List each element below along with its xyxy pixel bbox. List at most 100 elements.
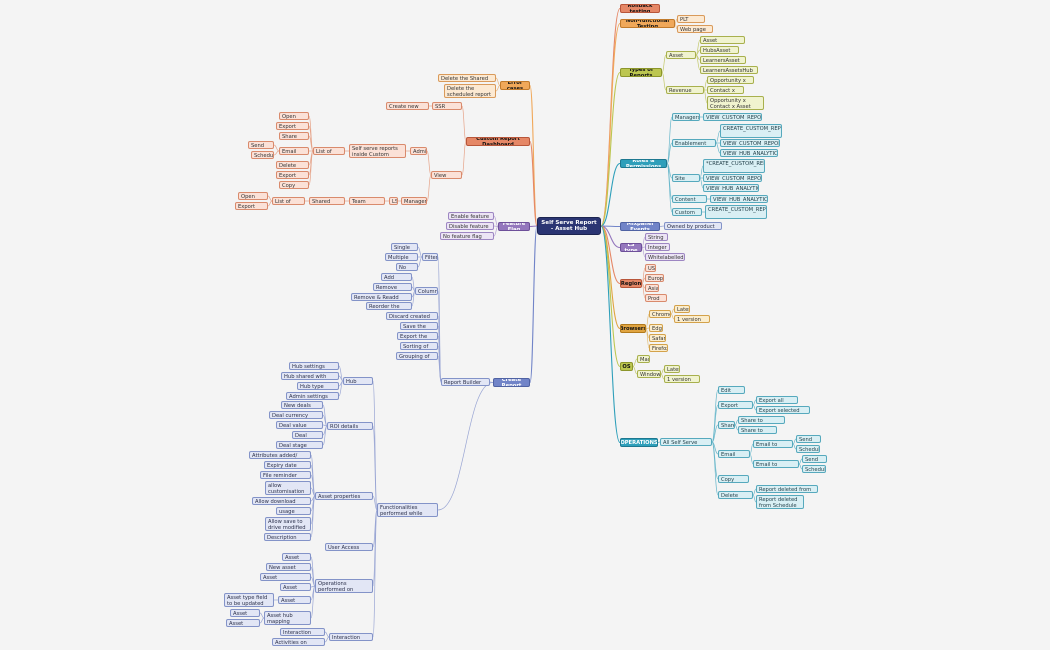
topic-node-ssi[interactable]: Self serve reports inside Custom Created <box>349 144 406 158</box>
topic-node-rg4[interactable]: Prod US <box>645 294 667 302</box>
topic-node-rbp[interactable]: Report Builder page <box>441 378 490 386</box>
topic-node-co2[interactable]: Remove columns <box>373 283 412 291</box>
topic-node-ec2[interactable]: Delete the scheduled report <box>444 84 496 98</box>
topic-node-opa2[interactable]: New asset creation <box>266 563 311 571</box>
topic-node-fl1[interactable]: Single filter <box>391 243 418 251</box>
topic-node-opa[interactable]: Operations performed on Assets <box>315 579 373 593</box>
topic-node-adm[interactable]: Admin <box>410 147 427 155</box>
topic-node-roi4[interactable]: Deal deleted <box>292 431 323 439</box>
topic-node-so1[interactable]: *CREATE_CUSTOM_REPORT <box>703 159 765 173</box>
branch-topic-cre[interactable]: Create Report <box>493 378 530 387</box>
topic-node-ema1[interactable]: Send now <box>796 435 821 443</box>
topic-node-mx1[interactable]: Owned by product team <box>664 222 722 230</box>
branch-topic-os[interactable]: OS <box>620 362 633 371</box>
topic-node-ar3[interactable]: LearnersAsset table <box>700 56 746 64</box>
topic-node-ch2[interactable]: 1 version older <box>674 315 710 323</box>
topic-node-opa3[interactable]: Asset archive/Restore <box>260 573 311 581</box>
topic-node-sh[interactable]: Share <box>718 421 735 429</box>
topic-node-fl2[interactable]: Multiple filters <box>385 253 418 261</box>
topic-node-roi3[interactable]: Deal value updated <box>276 421 323 429</box>
topic-node-hu[interactable]: Hub updates <box>343 377 373 385</box>
topic-node-ar1[interactable]: Asset Table/report <box>700 36 745 44</box>
topic-node-lo1[interactable]: Open report <box>279 112 309 120</box>
topic-node-emm1[interactable]: Send now <box>802 455 827 463</box>
topic-node-br2[interactable]: Edge <box>649 324 663 332</box>
topic-node-emm2[interactable]: Schedule <box>802 465 826 473</box>
topic-node-xr1[interactable]: Export all metrics <box>756 396 798 404</box>
topic-node-fl3[interactable]: No filters <box>396 263 418 271</box>
topic-node-ce1[interactable]: VIEW_HUB_ANALYTICS <box>710 195 768 203</box>
topic-node-swm[interactable]: Shared with me <box>309 197 345 205</box>
branch-topic-tr[interactable]: Types of Reports <box>620 68 662 77</box>
topic-node-rv[interactable]: Revenue Report <box>666 86 704 94</box>
topic-node-os1[interactable]: Mac <box>637 355 650 363</box>
branch-topic-nf[interactable]: Non-functional Testing <box>620 19 675 28</box>
topic-node-br3[interactable]: Safari <box>649 334 666 342</box>
branch-topic-mx[interactable]: Mixpanel Events <box>620 222 660 231</box>
topic-node-rg2[interactable]: Europe <box>645 274 664 282</box>
topic-node-dr2[interactable]: Report deleted from Schedule <box>756 495 804 509</box>
topic-node-tan[interactable]: Team Analytics <box>349 197 385 205</box>
topic-node-lo4b[interactable]: Schedule <box>251 151 274 159</box>
branch-topic-crd[interactable]: Custom Report Dashboard <box>466 137 530 146</box>
topic-node-hu4[interactable]: Admin settings updated <box>286 392 339 400</box>
branch-topic-br[interactable]: Browsers <box>620 324 646 333</box>
topic-node-sh1[interactable]: Share to individuals <box>738 416 785 424</box>
topic-node-rb2[interactable]: Save the Report <box>400 322 438 330</box>
topic-node-rb3[interactable]: Export the report <box>397 332 438 340</box>
topic-node-ssr[interactable]: SSR reports <box>432 102 462 110</box>
topic-node-er[interactable]: Edit Report <box>718 386 745 394</box>
topic-node-roi5[interactable]: Deal stage updated <box>276 441 323 449</box>
topic-node-lr2a[interactable]: Open report <box>238 192 268 200</box>
topic-node-ir1[interactable]: Interaction Creation <box>280 628 325 636</box>
topic-node-roi1[interactable]: New deals added <box>281 401 323 409</box>
topic-node-apu[interactable]: Asset properties updated <box>315 492 373 500</box>
topic-node-ce[interactable]: Content Expert <box>672 195 707 203</box>
branch-topic-ec[interactable]: Error cases <box>500 81 530 90</box>
topic-node-cp[interactable]: Copy Report <box>718 475 749 483</box>
topic-node-ema2[interactable]: Schedule <box>796 445 820 453</box>
topic-node-rb1[interactable]: Discard created report <box>386 312 438 320</box>
topic-node-lo4a[interactable]: Send Now <box>248 141 274 149</box>
topic-node-cnr[interactable]: Create new report <box>386 102 429 110</box>
topic-node-opa6[interactable]: Asset hub mapping updated <box>264 611 311 625</box>
topic-node-co3[interactable]: Remove & Readd columns <box>351 293 412 301</box>
topic-node-rb4[interactable]: Sorting of table <box>400 342 438 350</box>
topic-node-apu2[interactable]: Expiry date modified <box>264 461 311 469</box>
topic-node-rv3[interactable]: Opportunity x Contact x Asset <box>707 96 764 110</box>
topic-node-rg3[interactable]: Asia <box>645 284 659 292</box>
topic-node-sh2[interactable]: Share to groups <box>738 426 777 434</box>
topic-node-rb5[interactable]: Grouping of table <box>396 352 438 360</box>
topic-node-hu2[interactable]: Hub shared with updated <box>281 372 339 380</box>
topic-node-so3[interactable]: VIEW_HUB_ANALYTICS <box>703 184 759 192</box>
topic-node-apu7[interactable]: Allow save to drive modified <box>265 517 311 531</box>
topic-node-roi2[interactable]: Deal currency updated <box>269 411 323 419</box>
topic-node-mg1[interactable]: VIEW_CUSTOM_REPORT <box>703 113 762 121</box>
topic-node-apu3[interactable]: File reminder modified <box>260 471 311 479</box>
topic-node-so2[interactable]: VIEW_CUSTOM_REPORT <box>703 174 762 182</box>
topic-node-ow[interactable]: Windows <box>637 370 661 378</box>
topic-node-co1[interactable]: Add columns <box>381 273 412 281</box>
topic-node-lr2[interactable]: List of reports <box>272 197 305 205</box>
topic-node-ir[interactable]: Interaction related <box>329 633 373 641</box>
branch-topic-op[interactable]: OPERATIONS <box>620 438 658 447</box>
topic-node-lr2b[interactable]: Export Report <box>235 202 268 210</box>
topic-node-cr[interactable]: Custom role <box>672 208 702 216</box>
topic-node-opa6b[interactable]: Asset mirrored <box>226 619 260 627</box>
topic-node-apu6[interactable]: usage modified <box>276 507 311 515</box>
topic-node-dr[interactable]: Delete Report <box>718 491 753 499</box>
topic-node-nf1[interactable]: PLT number <box>677 15 705 23</box>
topic-node-rg1[interactable]: US <box>645 264 656 272</box>
topic-node-ea3[interactable]: VIEW_HUB_ANALYTICS <box>720 149 778 157</box>
topic-node-ch[interactable]: Chrome <box>649 310 671 318</box>
topic-node-mg[interactable]: Managers <box>672 113 700 121</box>
topic-node-ls1[interactable]: String LS <box>645 233 668 241</box>
topic-node-lsn[interactable]: LS <box>389 197 398 205</box>
topic-node-lor[interactable]: List of reports <box>313 147 345 155</box>
topic-node-em[interactable]: Email Report <box>718 450 750 458</box>
topic-node-ea1[interactable]: CREATE_CUSTOM_REPORT <box>720 124 782 138</box>
topic-node-ff3[interactable]: No feature flag added <box>440 232 494 240</box>
topic-node-co4[interactable]: Reorder the columns <box>366 302 412 310</box>
branch-topic-ls[interactable]: LS type <box>620 243 642 252</box>
topic-node-uau[interactable]: User Access updated <box>325 543 373 551</box>
